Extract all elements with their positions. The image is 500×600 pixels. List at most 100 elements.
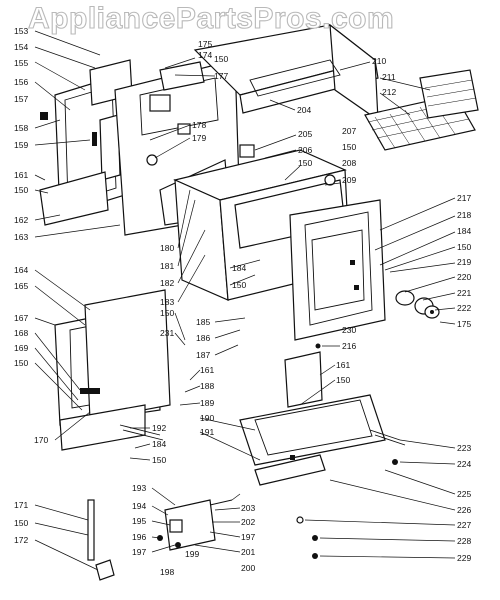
- callout-177: 177: [214, 71, 228, 81]
- callout-188: 188: [200, 381, 214, 391]
- callout-178: 178: [192, 120, 206, 130]
- callout-175: 175: [457, 319, 471, 329]
- callout-203: 203: [241, 503, 255, 513]
- callout-184: 184: [232, 263, 246, 273]
- callout-193: 193: [132, 483, 146, 493]
- callout-220: 220: [457, 272, 471, 282]
- callout-206: 206: [298, 145, 312, 155]
- callout-171: 171: [14, 500, 28, 510]
- callout-155: 155: [14, 58, 28, 68]
- callout-150: 150: [214, 54, 228, 64]
- callout-labels: 153 154 155 156 157 158 159 161 150 162 …: [14, 26, 471, 577]
- callout-209: 209: [342, 175, 356, 185]
- callout-183: 183: [160, 297, 174, 307]
- callout-180: 180: [160, 243, 174, 253]
- watermark: AppliancePartsPros.com: [27, 1, 394, 35]
- leader-lines: [34, 30, 456, 571]
- callout-212: 212: [382, 87, 396, 97]
- callout-156: 156: [14, 77, 28, 87]
- callout-150: 150: [160, 308, 174, 318]
- callout-162: 162: [14, 215, 28, 225]
- callout-197: 197: [241, 532, 255, 542]
- callout-182: 182: [160, 278, 174, 288]
- callout-168: 168: [14, 328, 28, 338]
- callout-150: 150: [14, 518, 28, 528]
- callout-158: 158: [14, 123, 28, 133]
- callout-150: 150: [342, 142, 356, 152]
- callout-186: 186: [196, 333, 210, 343]
- callout-219: 219: [457, 257, 471, 267]
- callout-164: 164: [14, 265, 28, 275]
- callout-191: 191: [200, 427, 214, 437]
- callout-199: 199: [185, 549, 199, 559]
- callout-196: 196: [132, 532, 146, 542]
- broiler-drawer-assembly: [239, 351, 406, 486]
- callout-179: 179: [192, 133, 206, 143]
- callout-150: 150: [298, 158, 312, 168]
- callout-169: 169: [14, 343, 28, 353]
- callout-197: 197: [132, 547, 146, 557]
- callout-227: 227: [457, 520, 471, 530]
- watermark-text: AppliancePartsPros.com: [28, 2, 394, 35]
- callout-211: 211: [382, 72, 396, 82]
- callout-229: 229: [457, 553, 471, 563]
- callout-165: 165: [14, 281, 28, 291]
- callout-207: 207: [342, 126, 356, 136]
- callout-224: 224: [457, 459, 471, 469]
- callout-217: 217: [457, 193, 471, 203]
- callout-200: 200: [241, 563, 255, 573]
- callout-223: 223: [457, 443, 471, 453]
- callout-210: 210: [372, 56, 386, 66]
- callout-228: 228: [457, 536, 471, 546]
- callout-205: 205: [298, 129, 312, 139]
- callout-181: 181: [160, 261, 174, 271]
- callout-150: 150: [457, 242, 471, 252]
- callout-153: 153: [14, 26, 28, 36]
- callout-192: 192: [152, 423, 166, 433]
- callout-154: 154: [14, 42, 28, 52]
- callout-230: 230: [342, 325, 356, 335]
- callout-174: 174: [198, 50, 212, 60]
- callout-163: 163: [14, 232, 28, 242]
- callout-226: 226: [457, 505, 471, 515]
- callout-167: 167: [14, 313, 28, 323]
- callout-184: 184: [152, 439, 166, 449]
- control-knobs: [395, 290, 440, 319]
- callout-150: 150: [336, 375, 350, 385]
- callout-222: 222: [457, 303, 471, 313]
- callout-208: 208: [342, 158, 356, 168]
- callout-161: 161: [200, 365, 214, 375]
- valve-assembly: [157, 499, 233, 551]
- callout-231: 231: [160, 328, 174, 338]
- callout-175: 175: [198, 39, 212, 49]
- oven-frame: [289, 199, 386, 341]
- callout-194: 194: [132, 501, 146, 511]
- callout-159: 159: [14, 140, 28, 150]
- callout-184: 184: [457, 226, 471, 236]
- oven-door: [54, 289, 171, 451]
- callout-216: 216: [342, 341, 356, 351]
- callout-157: 157: [14, 94, 28, 104]
- callout-150: 150: [14, 185, 28, 195]
- callout-221: 221: [457, 288, 471, 298]
- callout-170: 170: [34, 435, 48, 445]
- callout-195: 195: [132, 516, 146, 526]
- callout-198: 198: [160, 567, 174, 577]
- callout-172: 172: [14, 535, 28, 545]
- callout-201: 201: [241, 547, 255, 557]
- callout-187: 187: [196, 350, 210, 360]
- callout-225: 225: [457, 489, 471, 499]
- support-rod: [87, 499, 115, 581]
- callout-161: 161: [336, 360, 350, 370]
- callout-185: 185: [196, 317, 210, 327]
- callout-161: 161: [14, 170, 28, 180]
- callout-202: 202: [241, 517, 255, 527]
- callout-150: 150: [14, 358, 28, 368]
- fasteners: [296, 343, 398, 559]
- cooktop-and-rack: [193, 23, 479, 151]
- callout-189: 189: [200, 398, 214, 408]
- callout-150: 150: [152, 455, 166, 465]
- callout-190: 190: [200, 413, 214, 423]
- callout-204: 204: [297, 105, 311, 115]
